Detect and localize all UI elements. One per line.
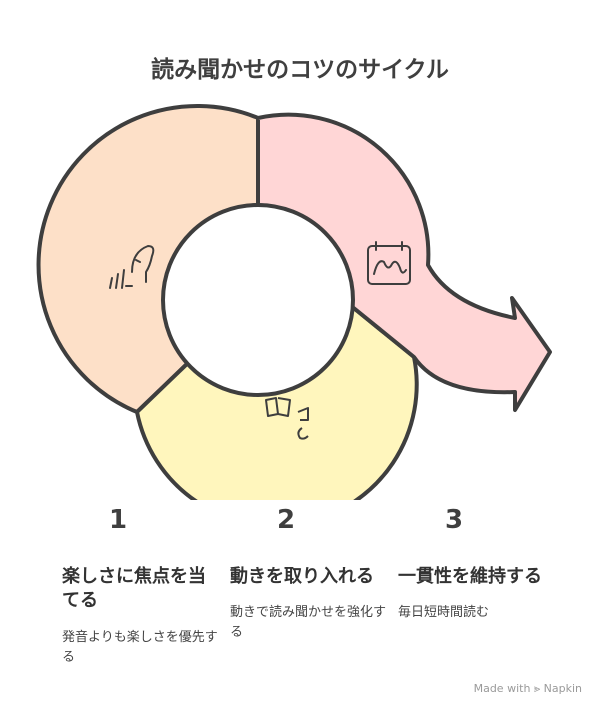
made-with-napkin-footer: Made with ⪢ Napkin — [474, 682, 582, 696]
step-1-description: 発音よりも楽しさを優先する — [62, 629, 218, 665]
step-2-number: 2 — [276, 505, 296, 535]
step-3-heading: 一貫性を維持する — [398, 566, 542, 587]
calendar-signature-icon — [367, 241, 411, 285]
cycle-diagram — [36, 104, 552, 500]
step-1-number: 1 — [108, 505, 128, 535]
napkin-logo-icon: ⪢ — [533, 682, 541, 695]
step-1: 1 楽しさに焦点を当てる 発音よりも楽しさを優先する — [62, 505, 222, 668]
step-3-description: 毎日短時間読む — [398, 605, 490, 621]
step-1-heading: 楽しさに焦点を当てる — [62, 566, 206, 612]
diagram-title: 読み聞かせのコツのサイクル — [151, 57, 449, 83]
step-3-number: 3 — [444, 505, 464, 535]
napkin-brand: Napkin — [543, 682, 582, 695]
step-2-heading: 動きを取り入れる — [230, 566, 374, 587]
step-2: 2 動きを取り入れる 動きで読み聞かせを強化する — [230, 505, 390, 644]
step-2-description: 動きで読み聞かせを強化する — [230, 605, 387, 641]
sound-wave-head-icon — [109, 244, 155, 289]
made-with-label: Made with — [473, 682, 531, 695]
step-3: 3 一貫性を維持する 毎日短時間読む — [398, 505, 558, 623]
reading-book-icon — [265, 397, 309, 440]
